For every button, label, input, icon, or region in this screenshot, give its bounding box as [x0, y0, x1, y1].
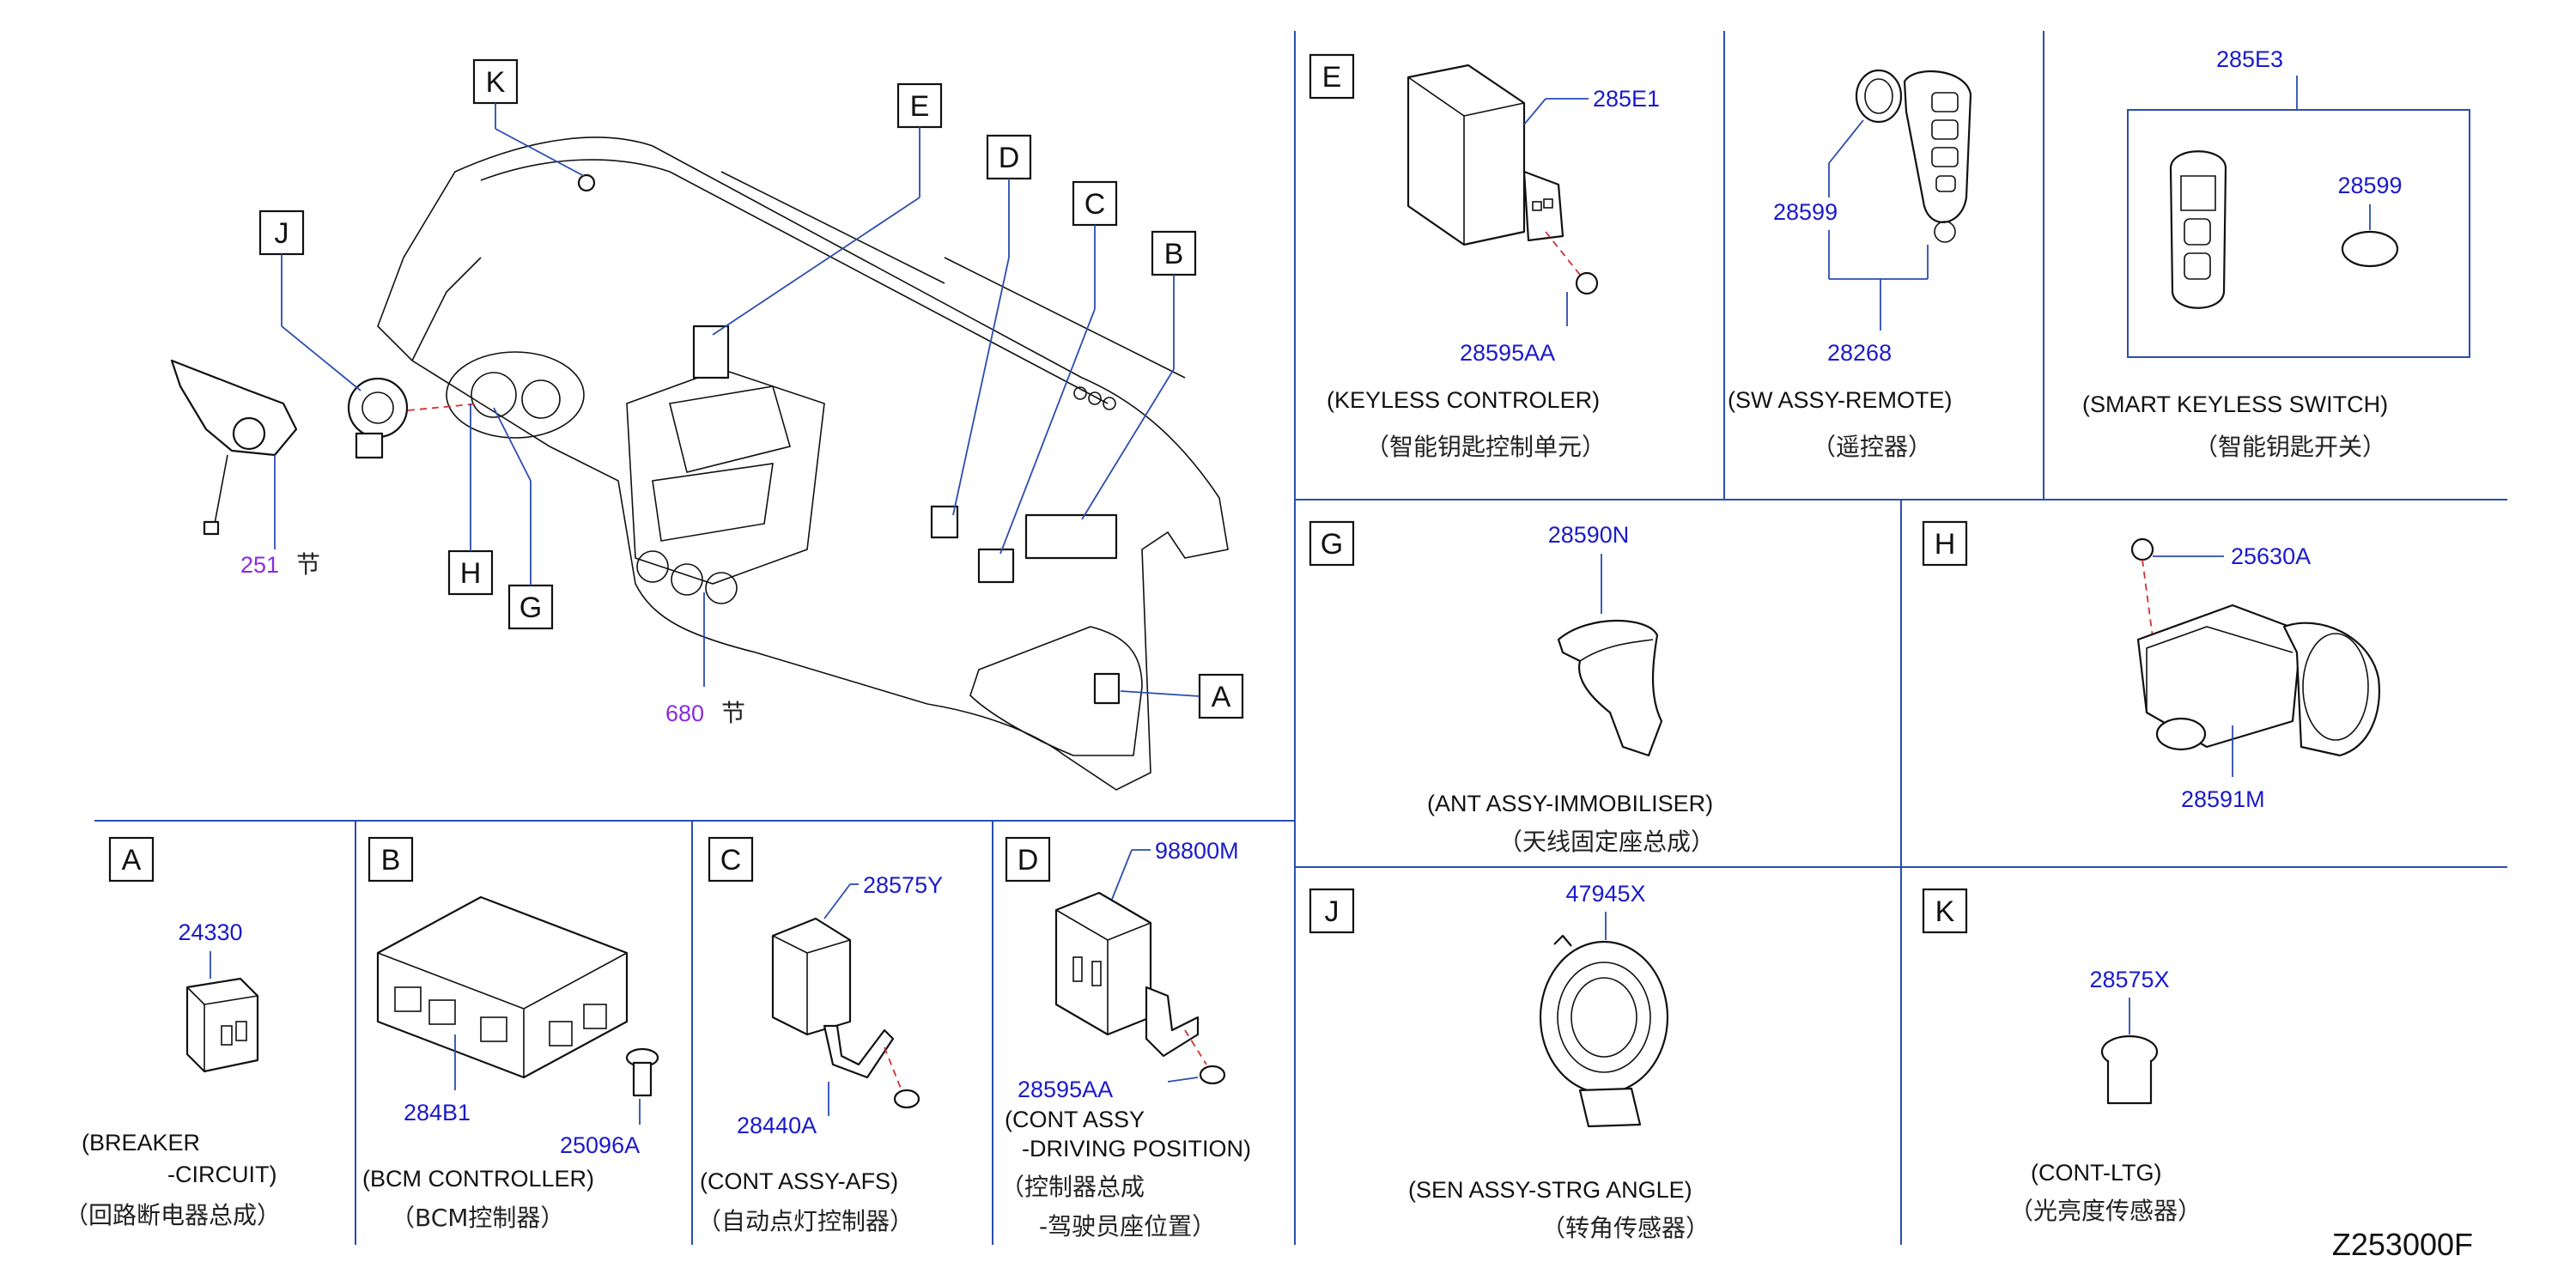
panel-smart-key: 285E3 28599 (SMART KEYLESS SWITCH) （智能钥匙… [2082, 46, 2470, 461]
svg-text:(SEN ASSY-STRG ANGLE): (SEN ASSY-STRG ANGLE) [1408, 1177, 1692, 1203]
svg-text:E: E [910, 90, 930, 123]
svg-text:B: B [381, 844, 401, 877]
svg-text:28440A: 28440A [737, 1113, 817, 1138]
panel-B: B 284B1 25096A (BCM CONTROLLER) （BCM控制器） [362, 836, 659, 1232]
svg-text:（智能钥匙控制单元）: （智能钥匙控制单元） [1365, 433, 1606, 461]
svg-text:J: J [1325, 895, 1340, 928]
svg-text:K: K [1935, 895, 1955, 928]
svg-text:(CONT ASSY: (CONT ASSY [1005, 1107, 1145, 1132]
svg-text:(BREAKER: (BREAKER [82, 1130, 200, 1156]
svg-text:(BCM CONTROLLER): (BCM CONTROLLER) [362, 1166, 594, 1192]
svg-text:K: K [486, 66, 506, 99]
callout-E: E [712, 82, 943, 336]
svg-text:H: H [460, 557, 482, 590]
callout-D: D [952, 134, 1032, 516]
svg-text:J: J [275, 217, 289, 250]
svg-text:28575X: 28575X [2089, 967, 2169, 992]
diagram-code: Z253000F [2332, 1227, 2473, 1262]
section-ref-680: 680 节 [665, 592, 745, 727]
svg-text:-DRIVING POSITION): -DRIVING POSITION) [1022, 1136, 1251, 1162]
svg-text:-CIRCUIT): -CIRCUIT) [167, 1162, 276, 1187]
panel-C: C 28575Y 28440A (CONT ASSY-AFS) （自动点灯控制器… [697, 836, 943, 1235]
callout-G: G [493, 407, 554, 630]
svg-text:284B1: 284B1 [404, 1100, 471, 1125]
svg-text:28595AA: 28595AA [1460, 340, 1555, 366]
svg-text:98800M: 98800M [1155, 838, 1239, 864]
svg-text:(CONT ASSY-AFS): (CONT ASSY-AFS) [700, 1168, 898, 1194]
svg-text:28268: 28268 [1827, 340, 1892, 366]
svg-text:285E3: 285E3 [2216, 46, 2283, 72]
panel-grid [94, 31, 2507, 1245]
svg-text:（BCM控制器）: （BCM控制器） [391, 1204, 564, 1232]
svg-text:（天线固定座总成）: （天线固定座总成） [1498, 828, 1715, 856]
section-ref-251: 251 节 [240, 455, 320, 579]
svg-text:(SMART KEYLESS SWITCH): (SMART KEYLESS SWITCH) [2082, 391, 2388, 417]
svg-text:285E1: 285E1 [1593, 86, 1660, 112]
svg-text:(SW ASSY-REMOTE): (SW ASSY-REMOTE) [1728, 387, 1953, 413]
panel-E: E 285E1 28595AA (KEYLESS CONTROLER) （智能钥… [1309, 53, 1660, 461]
svg-text:C: C [1084, 188, 1106, 221]
svg-text:24330: 24330 [178, 919, 242, 945]
svg-text:28595AA: 28595AA [1018, 1077, 1113, 1102]
svg-text:（控制器总成: （控制器总成 [1000, 1173, 1145, 1201]
svg-text:（智能钥匙开关）: （智能钥匙开关） [2194, 433, 2386, 461]
svg-text:（转角传感器）: （转角传感器） [1541, 1214, 1710, 1242]
svg-text:680: 680 [665, 701, 704, 726]
svg-text:节: 节 [296, 550, 320, 579]
callout-A: A [1120, 673, 1244, 719]
svg-text:（回路断电器总成）: （回路断电器总成） [64, 1201, 281, 1229]
svg-text:28590N: 28590N [1548, 522, 1630, 548]
svg-text:28599: 28599 [2337, 173, 2402, 198]
svg-text:A: A [1212, 681, 1231, 713]
callout-K: K [472, 58, 585, 177]
svg-text:H: H [1935, 528, 1956, 561]
panel-G: G 28590N (ANT ASSY-IMMOBILISER) （天线固定座总成… [1309, 520, 1715, 856]
svg-text:251: 251 [240, 552, 279, 578]
svg-text:28599: 28599 [1773, 199, 1838, 225]
svg-text:（自动点灯控制器）: （自动点灯控制器） [697, 1207, 914, 1235]
callout-H: H [447, 403, 494, 596]
svg-text:D: D [999, 142, 1020, 174]
panel-D: D 98800M 28595AA (CONT ASSY -DRIVING POS… [1000, 836, 1251, 1241]
callout-J: J [258, 209, 361, 391]
svg-text:28575Y: 28575Y [863, 872, 943, 898]
svg-text:D: D [1018, 844, 1039, 877]
svg-text:47945X: 47945X [1565, 881, 1645, 907]
panel-H: H 25630A 28591M [1922, 520, 2380, 812]
callout-C: C [999, 180, 1118, 555]
svg-text:B: B [1164, 238, 1184, 270]
svg-text:25630A: 25630A [2231, 543, 2311, 569]
svg-text:A: A [122, 844, 142, 877]
panel-J: J 47945X (SEN ASSY-STRG ANGLE) （转角传感器） [1309, 881, 1710, 1242]
svg-text:(CONT-LTG): (CONT-LTG) [2031, 1160, 2161, 1186]
svg-text:（遥控器）: （遥控器） [1812, 433, 1932, 461]
panel-remote: 28599 28268 (SW ASSY-REMOTE) （遥控器） [1728, 69, 1972, 461]
callout-B: B [1081, 230, 1197, 520]
svg-text:(KEYLESS CONTROLER): (KEYLESS CONTROLER) [1327, 387, 1600, 413]
svg-text:G: G [519, 592, 542, 624]
svg-text:-驾驶员座位置）: -驾驶员座位置） [1039, 1212, 1216, 1241]
svg-text:（光亮度传感器）: （光亮度传感器） [2009, 1197, 2202, 1225]
dashboard-overview [170, 136, 1229, 791]
svg-text:28591M: 28591M [2181, 786, 2265, 812]
svg-text:C: C [720, 844, 742, 877]
svg-text:(ANT ASSY-IMMOBILISER): (ANT ASSY-IMMOBILISER) [1427, 791, 1713, 816]
svg-text:节: 节 [721, 699, 745, 727]
panel-A: A 24330 (BREAKER -CIRCUIT) （回路断电器总成） [64, 836, 281, 1229]
panel-K: K 28575X (CONT-LTG) （光亮度传感器） [1922, 888, 2202, 1225]
svg-text:G: G [1321, 528, 1343, 561]
svg-text:E: E [1322, 61, 1342, 94]
svg-text:25096A: 25096A [560, 1132, 640, 1158]
